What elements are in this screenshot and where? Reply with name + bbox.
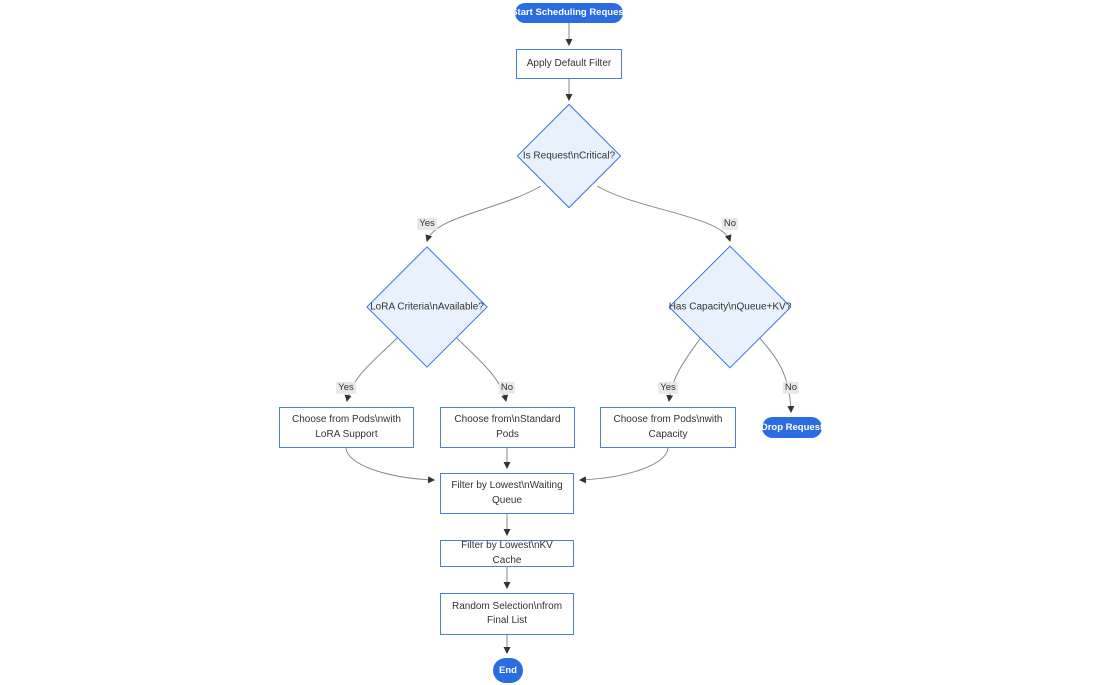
decision-label: Has Capacity\nQueue+KV? bbox=[668, 301, 792, 313]
node-random-selection-final-list: Random Selection\nfrom Final List bbox=[440, 593, 574, 635]
node-choose-standard-pods: Choose from\nStandard Pods bbox=[440, 407, 575, 448]
node-filter-lowest-kv-cache: Filter by Lowest\nKV Cache bbox=[440, 540, 574, 567]
edge-lorapods-to-filter bbox=[345, 447, 436, 484]
edge-label-capacity-yes: Yes bbox=[658, 381, 678, 395]
node-drop-request: Drop Request bbox=[761, 417, 823, 438]
edge-label-critical-no: No bbox=[721, 217, 739, 231]
node-filter-lowest-waiting-queue: Filter by Lowest\nWaiting Queue bbox=[440, 473, 574, 514]
decision-label: Is Request\nCritical? bbox=[522, 150, 616, 162]
node-apply-default-filter: Apply Default Filter bbox=[516, 49, 622, 79]
node-choose-pods-capacity: Choose from Pods\nwith Capacity bbox=[600, 407, 736, 448]
edge-label-critical-yes: Yes bbox=[417, 217, 437, 231]
edge-label-lora-yes: Yes bbox=[336, 381, 356, 395]
decision-lora-criteria-available: LoRA Criteria\nAvailable? bbox=[366, 246, 488, 368]
decision-is-request-critical: Is Request\nCritical? bbox=[516, 103, 622, 209]
node-choose-pods-lora-support: Choose from Pods\nwith LoRA Support bbox=[279, 407, 414, 448]
edge-label-lora-no: No bbox=[498, 381, 516, 395]
edge-label-capacity-no: No bbox=[782, 381, 800, 395]
edge-capacitypods-to-filter bbox=[578, 447, 669, 484]
node-end: End bbox=[493, 658, 523, 683]
decision-has-capacity-queue-kv: Has Capacity\nQueue+KV? bbox=[668, 245, 792, 369]
decision-label: LoRA Criteria\nAvailable? bbox=[370, 301, 484, 313]
node-start-scheduling-request: Start Scheduling Request bbox=[511, 3, 627, 23]
